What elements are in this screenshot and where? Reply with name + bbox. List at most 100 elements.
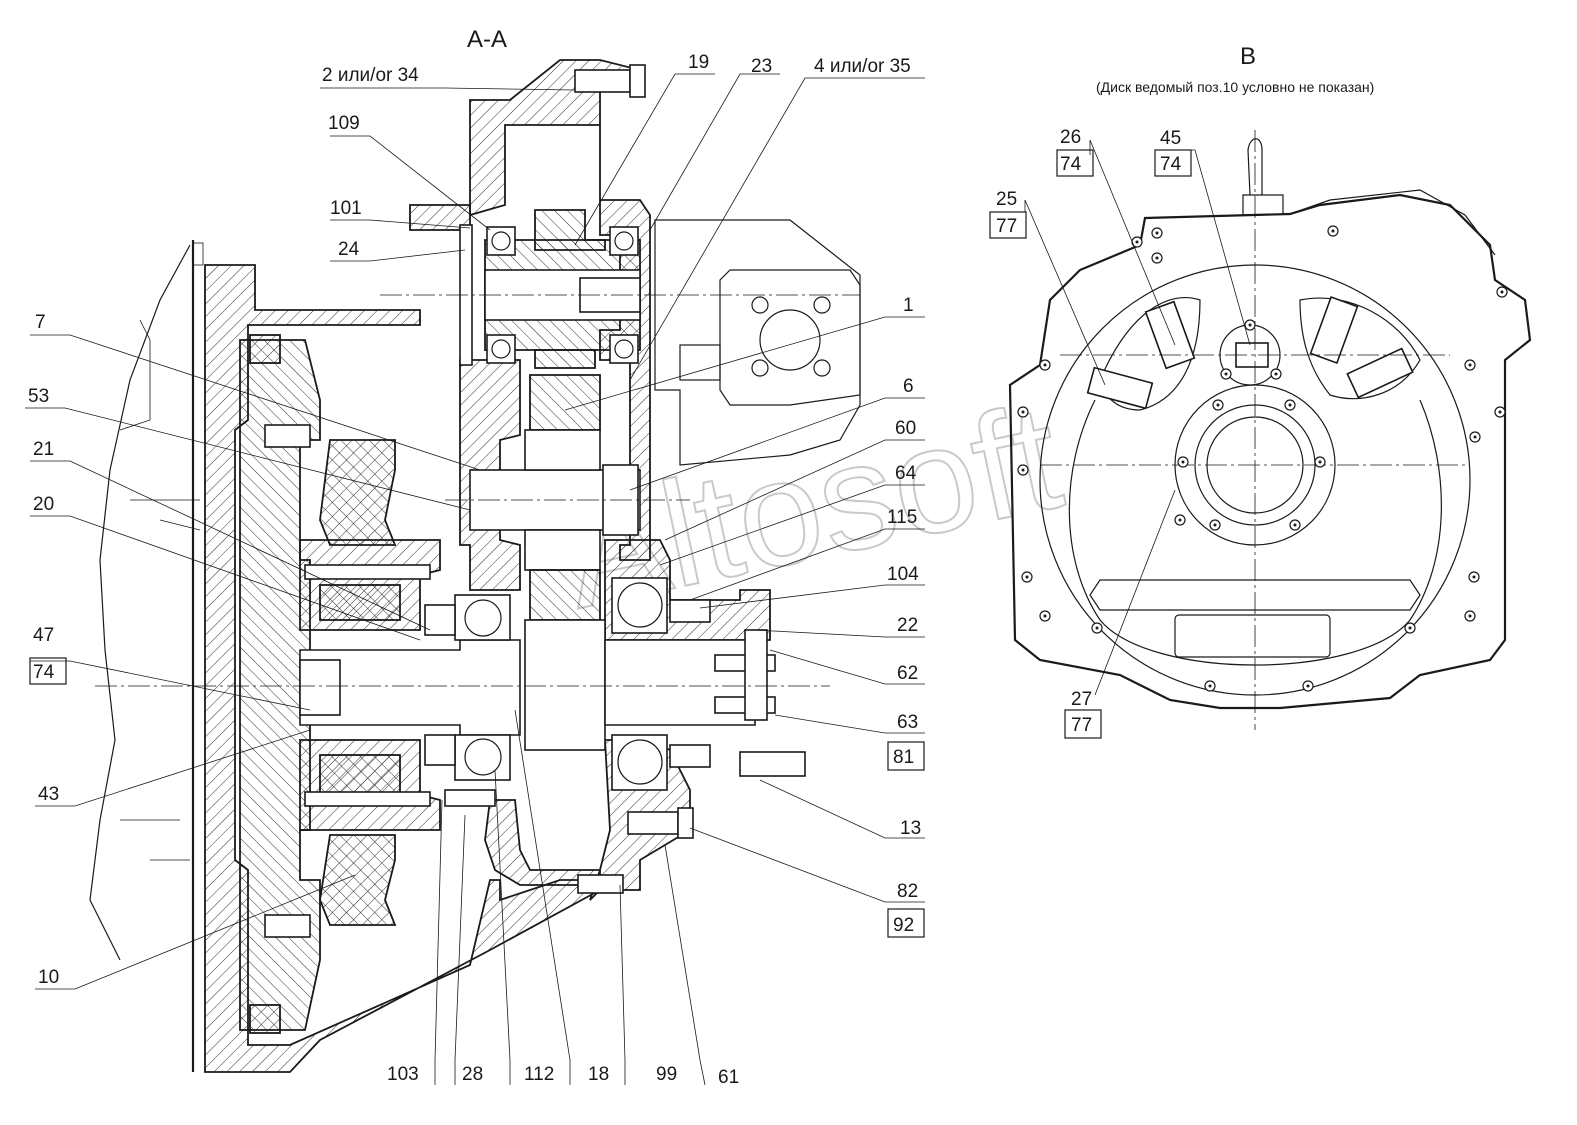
label-74b: 74 xyxy=(1060,154,1082,175)
ball-ur xyxy=(614,231,634,251)
bolt-hole-center xyxy=(1095,626,1099,630)
pump-hole-4 xyxy=(813,359,831,377)
label-74c: 74 xyxy=(1160,154,1182,175)
leader-28 xyxy=(454,814,466,1085)
seal-cap xyxy=(669,744,711,768)
frame-74b xyxy=(1056,149,1094,177)
label-53: 53 xyxy=(28,386,49,407)
leader-99 xyxy=(619,884,626,1085)
label-62: 62 xyxy=(897,663,918,684)
label-13: 13 xyxy=(900,818,921,839)
label-109: 109 xyxy=(328,113,360,134)
label-101: 101 xyxy=(330,198,362,219)
window-right xyxy=(1299,297,1421,400)
bolt-hole-center xyxy=(1472,575,1476,579)
pump-boss xyxy=(679,344,721,381)
leader-109 xyxy=(330,135,491,231)
label-21: 21 xyxy=(33,439,54,460)
bolt-hole-center xyxy=(1331,229,1335,233)
seal-input-top xyxy=(424,604,456,636)
pump-body xyxy=(654,219,861,466)
section-aa-title: А-А xyxy=(467,26,507,53)
label-frames xyxy=(29,149,1192,938)
leader-62 xyxy=(769,649,925,685)
bearing-ll xyxy=(486,334,516,364)
leader-1 xyxy=(564,316,925,411)
label-104: 104 xyxy=(887,564,919,585)
label-47: 47 xyxy=(33,625,54,646)
pump-hole-1 xyxy=(751,296,769,314)
section-aa-drawing xyxy=(89,59,861,1073)
breather-base xyxy=(1242,194,1284,215)
engine-detail xyxy=(119,319,201,861)
leader-47 xyxy=(30,660,311,711)
leader-112 xyxy=(494,769,511,1085)
bolt-hole-center xyxy=(1306,684,1310,688)
leader-115 xyxy=(689,528,925,601)
flywheel-bolt-bottom xyxy=(264,914,311,938)
frame-77b xyxy=(1064,709,1102,739)
bolt-hole-center xyxy=(1500,290,1504,294)
ball-ul xyxy=(491,231,511,251)
label-7: 7 xyxy=(35,312,46,333)
bolt-hole-center xyxy=(1021,410,1025,414)
leader-82 xyxy=(689,827,925,903)
leader-19 xyxy=(574,73,715,246)
leader-lines xyxy=(25,73,1251,1086)
leader-21 xyxy=(30,460,431,631)
bolt-holes-group xyxy=(1017,225,1508,692)
bolt-hole-center xyxy=(1274,372,1278,376)
seal-cap-top xyxy=(669,599,711,623)
pump-hole-2 xyxy=(813,296,831,314)
bolt-hole-center xyxy=(1408,626,1412,630)
label-60: 60 xyxy=(895,418,916,439)
leader-24 xyxy=(330,249,466,262)
label-61: 61 xyxy=(718,1067,739,1088)
leader-23 xyxy=(649,73,780,231)
label-19: 19 xyxy=(688,52,709,73)
label-63: 63 xyxy=(897,712,918,733)
coupling-hub-top xyxy=(299,539,441,631)
pump-port xyxy=(759,309,821,371)
label-64: 64 xyxy=(895,463,917,484)
ball-ll xyxy=(491,339,511,359)
bearing-output-top xyxy=(611,577,668,634)
bearing-output-bottom xyxy=(611,734,668,791)
pump-flange xyxy=(719,269,861,406)
leader-103 xyxy=(434,799,443,1085)
label-27: 27 xyxy=(1071,689,1092,710)
label-4-35: 4 или/or 35 xyxy=(814,56,911,77)
bearing-output-top-ball xyxy=(617,582,663,628)
bolt-hole-center xyxy=(1021,468,1025,472)
label-25: 25 xyxy=(996,189,1017,210)
label-26: 26 xyxy=(1060,127,1081,148)
leader-27 xyxy=(1094,489,1176,696)
label-112: 112 xyxy=(524,1064,554,1085)
coupling-bolt-bottom xyxy=(304,791,431,807)
label-99: 99 xyxy=(656,1064,677,1085)
leader-53 xyxy=(25,407,471,511)
leader-20 xyxy=(30,515,421,641)
bolt-hole-center xyxy=(1213,523,1217,527)
lower-slot xyxy=(1089,579,1421,611)
bolt-hole-center xyxy=(1288,403,1292,407)
leader-13 xyxy=(759,779,925,839)
bearing-input-top xyxy=(454,594,511,641)
ring-gear-top xyxy=(249,334,281,364)
leader-4-35 xyxy=(629,77,925,381)
label-6: 6 xyxy=(903,376,914,397)
pump-hole-3 xyxy=(751,359,769,377)
label-2-34: 2 или/or 34 xyxy=(322,65,419,86)
bolt-hole-center xyxy=(1155,256,1159,260)
bearing-output-bottom-ball xyxy=(617,739,663,785)
bolt-hole-center xyxy=(1224,372,1228,376)
output-flange-washer xyxy=(744,629,768,721)
housing-outline xyxy=(1008,193,1532,710)
ball-lr xyxy=(614,339,634,359)
bolt-hole-center xyxy=(1473,435,1477,439)
label-1: 1 xyxy=(903,295,914,316)
coupling-bolt-top xyxy=(304,564,431,580)
weight-right-upper xyxy=(1309,295,1359,365)
